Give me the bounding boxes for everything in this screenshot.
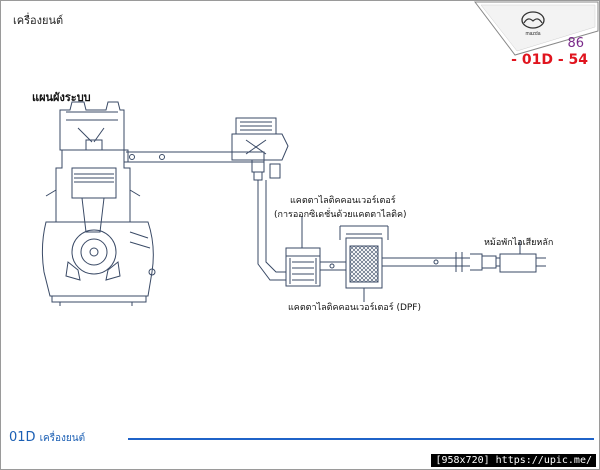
main-muffler <box>470 253 546 273</box>
oxidation-catalyst <box>285 247 321 287</box>
mazda-logo: mazda <box>473 1 599 56</box>
muffler-label: หม้อพักไอเสียหลัก <box>484 238 554 248</box>
header-title: เครื่องยนต์ <box>13 14 64 27</box>
turbocharger-illustration <box>231 117 289 181</box>
footer-divider <box>128 438 594 440</box>
dpf-filter <box>339 225 389 289</box>
page-number: 86 <box>567 36 584 51</box>
diagram-title: แผนผังระบบ <box>32 91 91 104</box>
image-watermark: [958x720] https://upic.me/ <box>431 454 596 467</box>
footer-title: เครื่องยนต์ <box>39 433 86 444</box>
svg-text:mazda: mazda <box>525 31 540 37</box>
section-code: - 01D - 54 <box>511 52 588 68</box>
engine-illustration <box>41 101 156 306</box>
oxidation-catalyst-note: (การออกซิเดชั่นด้วยแคตตาไลติค) <box>274 210 407 220</box>
dpf-label: แคตตาไลติคคอนเวอร์เตอร์ (DPF) <box>288 303 421 313</box>
oxidation-catalyst-label: แคตตาไลติคคอนเวอร์เตอร์ <box>290 196 396 206</box>
footer-code: 01D <box>9 430 36 445</box>
